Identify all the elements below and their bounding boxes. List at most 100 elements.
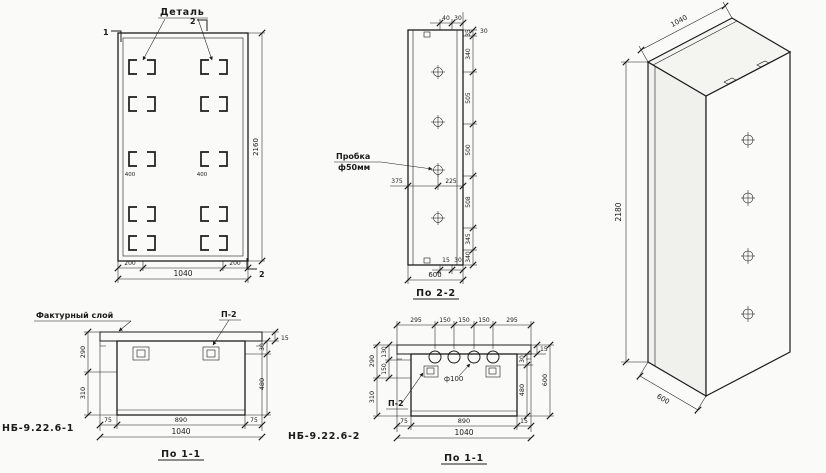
chain-dim-5: 345 [465,233,472,245]
iso-height-dim: 2180 [614,202,623,221]
side-width-dim: 600 [428,271,441,279]
section1-bottom-dims: 75 890 75 1040 [96,346,266,441]
section1-body [116,340,246,416]
chain-dim-4: 508 [465,196,472,208]
s2-dim-600: 600 [541,374,549,386]
hole-diameter-label: ф100 [444,375,463,383]
section2-left-dims: 130 150 290 310 [368,341,411,420]
plug-position-dims: 375 225 [390,175,467,190]
section-flags: 1 2 2 [103,17,265,279]
s2-top-150-a: 150 [439,317,451,324]
side-bottom-dims: 15 30 600 [404,257,467,284]
s1-dim-290: 290 [79,346,87,358]
side-view: 40 30 30 35 340 505 500 508 345 340 Проб… [334,12,488,300]
section2-holes [428,350,500,364]
s2-top-295-left: 295 [410,317,422,324]
top-dim-right-30: 30 [480,28,488,35]
chain-dim-2: 505 [465,92,472,104]
section-1-1-label-b: По 1-1 [444,453,484,464]
front-view: 400 400 Деталь 1 2 2 2160 [103,7,266,283]
s2-top-150-b: 150 [458,317,470,324]
section-1-1-label-a: По 1-1 [161,449,201,460]
anchor-callout-p2-s2: П-2 [388,399,404,408]
section2-anchors [423,365,501,378]
s2-dim-480: 480 [518,384,526,396]
s1-dim-15: 15 [281,335,289,342]
s2-dim-15-bottom: 15 [520,418,528,425]
anchor-brackets [128,59,228,251]
s1-total-dim: 1040 [171,427,190,436]
side-right-chain: 35 340 505 500 508 345 340 [463,26,477,269]
anchor-callout-p2: П-2 [221,310,237,319]
plug-dim-225: 225 [445,178,457,185]
section1-left-dims: 290 310 [79,328,117,419]
front-dims: 2160 200 200 1040 [114,29,266,283]
section1-anchors [132,346,220,361]
section2-right-dims: 15 30 480 600 [517,341,554,420]
anchor-mark-right: 400 [197,172,208,178]
s1-dim-30: 30 [259,343,266,351]
plug-note-line2: ф50мм [338,163,370,172]
plug-note-line1: Пробка [336,151,370,161]
anchor-end-bottom [423,257,431,264]
section-1: Фактурный слой П-2 290 310 15 30 480 [2,310,289,461]
s2-dim-890: 890 [458,417,470,425]
section-2-2-label: По 2-2 [416,288,456,299]
panel-code-1: НБ-9.22.6-1 [2,423,74,434]
s2-dim-290: 290 [368,355,376,367]
s2-dim-130: 130 [381,346,388,358]
s1-dim-75-left: 75 [104,417,112,424]
panel-code-2: НБ-9.22.6-2 [288,431,360,442]
top-notch-1 [723,77,737,85]
side-outline [407,29,464,266]
panel-outline [117,32,249,262]
side-top-dims: 40 30 30 [430,12,488,35]
section1-right-dims: 15 30 480 [245,328,289,419]
chain-dim-0: 35 [465,29,472,37]
s2-total-dim: 1040 [454,428,473,437]
plug-dim-375: 375 [391,178,403,185]
s2-dim-30: 30 [519,355,526,363]
s2-top-150-c: 150 [478,317,490,324]
top-dim-40: 40 [442,15,450,22]
isometric-view: 1040 2180 600 [614,1,792,415]
edge-dim-left: 200 [124,260,136,267]
top-dim-30: 30 [454,15,462,22]
s2-dim-310: 310 [368,391,376,403]
front-height-dim: 2160 [252,138,260,156]
facing-layer-strip-top [647,17,738,66]
section-flag-1: 1 [103,28,109,37]
chain-dim-3: 500 [465,144,472,156]
bottom-dim-30: 30 [454,257,462,264]
section-flag-2-bottom: 2 [259,270,265,279]
iso-left-face [647,60,707,398]
plug-note: Пробка ф50мм [334,151,433,172]
section2-body [410,353,518,417]
s1-dim-890: 890 [175,416,187,424]
facing-layer-slab [99,331,263,342]
facing-layer-label: Фактурный слой [36,311,113,320]
section-flag-2-top: 2 [190,17,196,26]
chain-dim-6: 340 [465,251,472,263]
panel-inner-edge [122,37,244,257]
detail-leaders [142,17,213,61]
chain-dim-1: 340 [465,48,472,60]
facing-layer-slab-2 [396,344,532,355]
s1-dim-75-right: 75 [250,417,258,424]
bottom-dim-15: 15 [442,257,450,264]
s1-dim-310: 310 [79,387,87,399]
top-notch-2 [756,60,770,68]
iso-depth-dim: 600 [655,392,671,406]
plug-holes [431,65,445,225]
anchor-end-top [423,31,431,38]
iso-front-face [705,51,791,397]
section2-top-dims: 295 150 150 150 295 [393,317,535,349]
detail-label: Деталь [160,7,205,18]
s2-top-295-right: 295 [506,317,518,324]
s2-dim-150: 150 [381,363,388,375]
iso-plug-holes [741,132,755,322]
edge-dim-right: 200 [229,260,241,267]
section2-bottom-dims: 75 890 15 1040 [393,359,535,442]
